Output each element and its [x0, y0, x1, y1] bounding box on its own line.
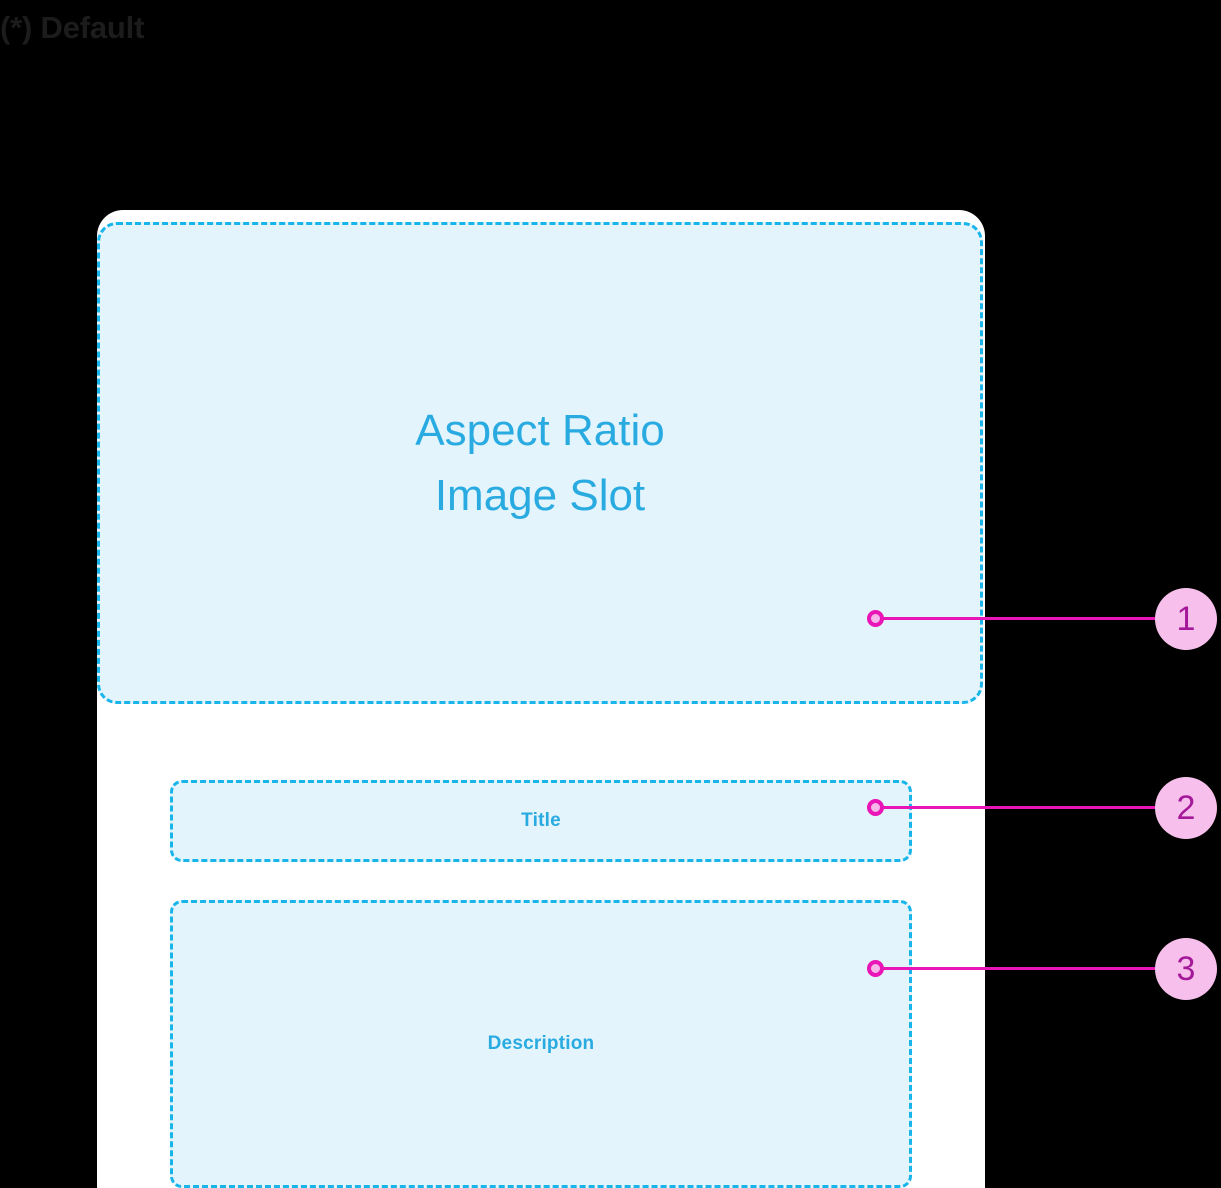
callout-badge-1[interactable]: 1 [1155, 588, 1217, 650]
callout-badge-3[interactable]: 3 [1155, 938, 1217, 1000]
image-slot-label-line1: Aspect Ratio [415, 405, 665, 455]
callout-badge-2[interactable]: 2 [1155, 777, 1217, 839]
callout-leader-line-2 [875, 806, 1165, 809]
title-slot-placeholder[interactable]: Title [170, 780, 912, 862]
title-slot-label: Title [521, 810, 561, 831]
callout-leader-line-1 [875, 617, 1165, 620]
callout-anchor-dot-2 [867, 799, 884, 816]
image-slot-label-line2: Image Slot [434, 471, 646, 520]
callout-anchor-dot-3 [867, 960, 884, 977]
description-slot-placeholder[interactable]: Description [170, 900, 912, 1188]
description-slot-label: Description [487, 1033, 595, 1054]
callout-anchor-dot-1 [867, 610, 884, 627]
callout-leader-line-3 [875, 967, 1165, 970]
frame-label: (*) Default [0, 10, 145, 45]
image-slot-placeholder[interactable]: Aspect Ratio Image Slot [97, 222, 983, 704]
